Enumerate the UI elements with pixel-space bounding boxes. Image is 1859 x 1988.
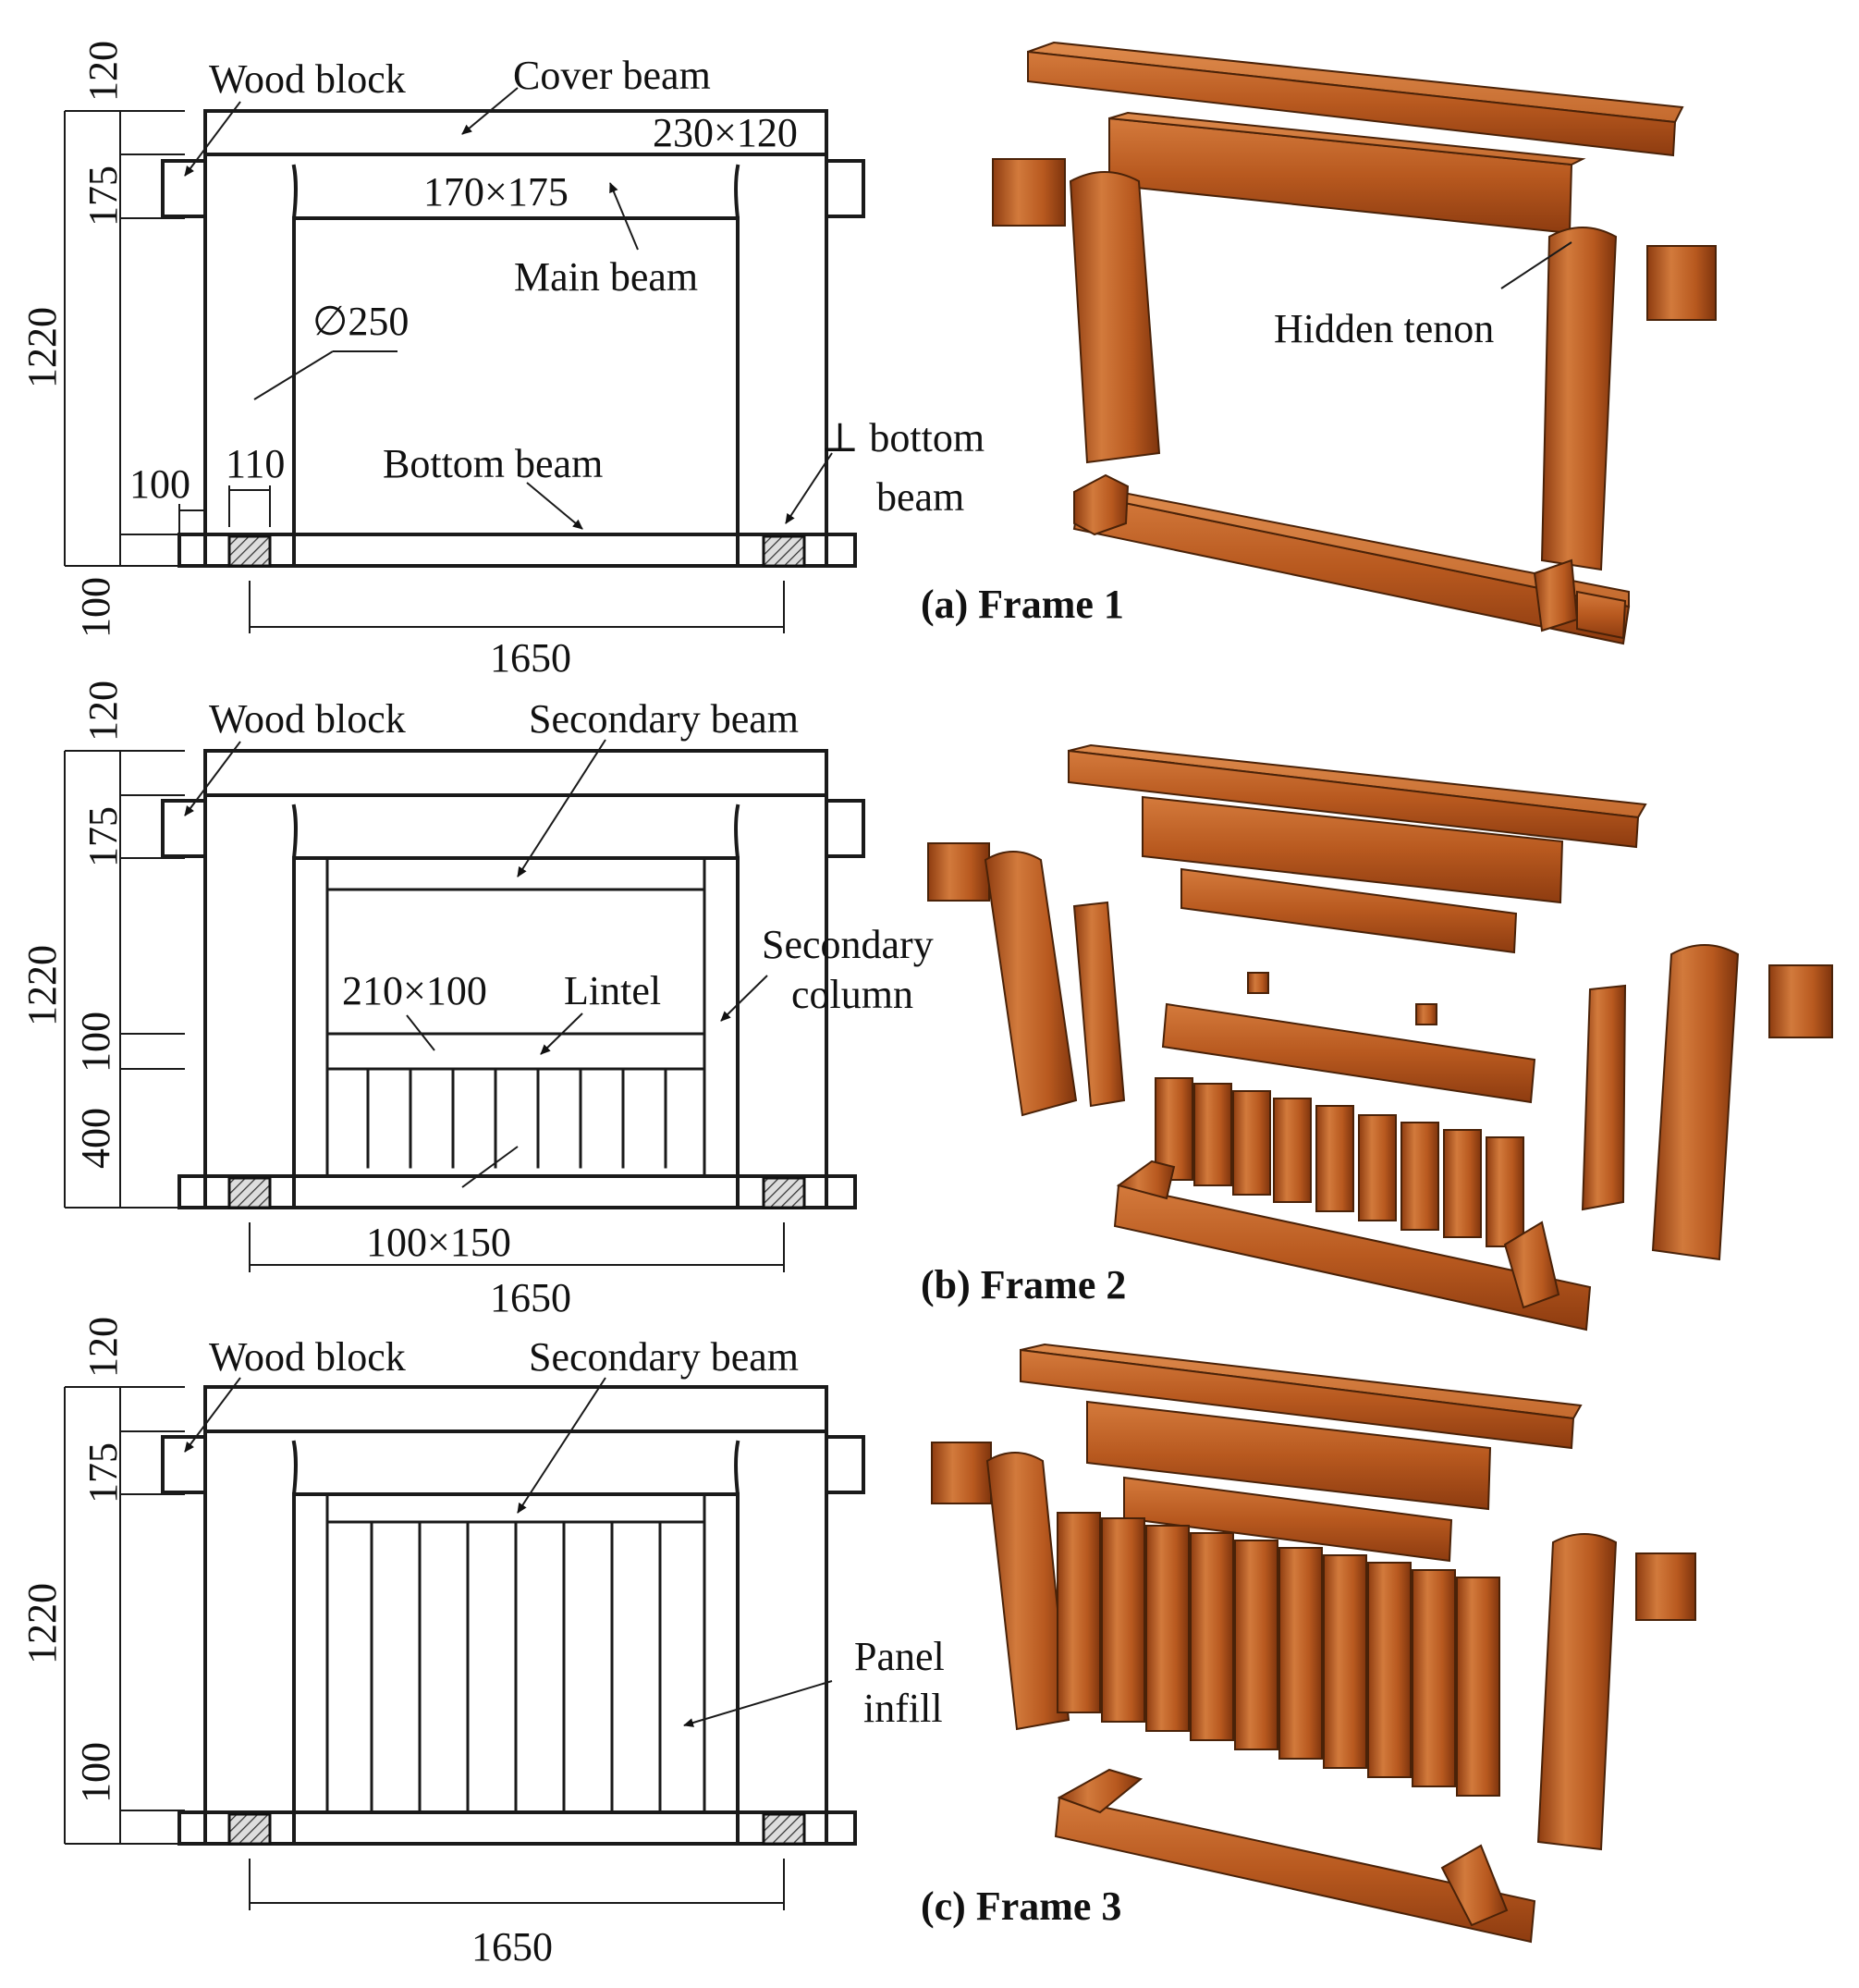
f3-main-beam bbox=[1086, 1400, 1492, 1511]
frame3-wood-block-label: Wood block bbox=[209, 1334, 406, 1380]
frame1-cover-dim: 230×120 bbox=[653, 110, 798, 155]
frame1-dim-top: 120 bbox=[80, 41, 126, 102]
frame2-dim-main: 175 bbox=[80, 806, 126, 867]
f2-secondary-beam bbox=[1180, 867, 1518, 954]
wood-block-right bbox=[825, 159, 865, 218]
f3-bottom-beam bbox=[1054, 1796, 1536, 1944]
frame2-lintel-dim: 210×100 bbox=[342, 968, 487, 1013]
f3-cover-beam bbox=[1020, 1348, 1575, 1450]
frame1-bottom-beam-label: Bottom beam bbox=[383, 441, 603, 486]
frame2-elevation: Wood block Secondary beam Secondary colu… bbox=[19, 681, 934, 1320]
frame2-column-label: column bbox=[791, 972, 913, 1017]
frame3-panel-label: Panel bbox=[854, 1634, 945, 1679]
f1-wood-block-right bbox=[1646, 245, 1717, 321]
f3-column-right bbox=[1536, 1533, 1618, 1851]
f2-secondary-column-right bbox=[1581, 984, 1627, 1211]
frame2-secondary-column-label: Secondary bbox=[762, 922, 934, 967]
frame2-caption: (b) Frame 2 bbox=[921, 1262, 1126, 1307]
frame3-dim-bottom: 100 bbox=[73, 1742, 118, 1803]
frame1-perp-beam-label: beam bbox=[876, 474, 964, 520]
frame3-infill-label: infill bbox=[863, 1686, 943, 1731]
frame3-elevation: Wood block Secondary beam Panel infill 1… bbox=[19, 1317, 945, 1970]
f1-column-left bbox=[1069, 171, 1161, 464]
frame1-hidden-tenon-label: Hidden tenon bbox=[1274, 306, 1494, 351]
frame2-wood-block-label: Wood block bbox=[209, 696, 406, 742]
frame2-secondary-beam-label: Secondary beam bbox=[529, 696, 799, 742]
frame2-exploded-view: (b) Frame 2 bbox=[921, 743, 1833, 1331]
frame3-panels bbox=[370, 1520, 662, 1812]
frame1-dim-block: 100 bbox=[129, 461, 190, 507]
f2-cover-beam bbox=[1068, 749, 1640, 849]
f1-wood-block-left bbox=[992, 158, 1066, 227]
f2-column-left bbox=[984, 851, 1078, 1117]
frame1-elevation: Wood block Cover beam 230×120 170×175 Ma… bbox=[19, 41, 985, 681]
f1-cover-beam bbox=[1027, 50, 1677, 157]
frame3-exploded-view: (c) Frame 3 bbox=[921, 1343, 1696, 1944]
wood-block-left bbox=[161, 159, 207, 218]
frame3-secondary-beam-label: Secondary beam bbox=[529, 1334, 799, 1380]
frame1-dim-sq: 110 bbox=[226, 441, 285, 486]
frame2-slat-dim: 100×150 bbox=[366, 1220, 511, 1265]
frame1-dim-height: 1220 bbox=[19, 307, 65, 388]
f2-bottom-beam bbox=[1113, 1184, 1592, 1331]
frame2-dim-lintel: 100 bbox=[73, 1012, 118, 1073]
f2-slats bbox=[1155, 1077, 1524, 1247]
frame1-column-dim: ∅250 bbox=[312, 299, 409, 344]
frame3-dim-height: 1220 bbox=[19, 1583, 65, 1664]
frame1-dim-base: 100 bbox=[73, 577, 118, 638]
frame1-dim-main: 175 bbox=[80, 166, 126, 227]
frame1-cover-beam-label: Cover beam bbox=[513, 53, 711, 98]
f3-panels bbox=[1057, 1512, 1500, 1797]
frame2-dim-lower: 400 bbox=[73, 1108, 118, 1169]
frame1-main-dim: 170×175 bbox=[423, 169, 569, 215]
f2-main-beam bbox=[1142, 795, 1564, 904]
frame1-dim-span: 1650 bbox=[490, 635, 571, 681]
f2-secondary-column-left bbox=[1072, 901, 1126, 1108]
frame3-caption: (c) Frame 3 bbox=[921, 1884, 1121, 1929]
frame3-dim-span: 1650 bbox=[471, 1924, 553, 1970]
frame2-dim-height: 1220 bbox=[19, 945, 65, 1026]
f3-column-left bbox=[985, 1452, 1070, 1731]
frame1-caption: (a) Frame 1 bbox=[921, 582, 1124, 627]
frame3-dim-top: 120 bbox=[80, 1317, 126, 1378]
frame1-main-beam-label: Main beam bbox=[514, 254, 698, 300]
frame1-perp-bottom-label: ⊥ bottom bbox=[821, 415, 985, 460]
frame2-dim-span: 1650 bbox=[490, 1275, 571, 1320]
frame1-exploded-view: Hidden tenon (a) Frame 1 bbox=[921, 41, 1717, 645]
frame1-wood-block-label: Wood block bbox=[209, 56, 406, 102]
frame2-lintel-label: Lintel bbox=[564, 968, 661, 1013]
f1-column-right bbox=[1540, 227, 1618, 571]
f2-column-right bbox=[1651, 944, 1740, 1261]
f3-secondary-beam bbox=[1123, 1476, 1453, 1563]
frame2-slats bbox=[366, 1067, 667, 1169]
frame2-dim-top: 120 bbox=[80, 681, 126, 742]
f2-lintel bbox=[1161, 1002, 1536, 1104]
frame3-dim-main: 175 bbox=[80, 1442, 126, 1503]
